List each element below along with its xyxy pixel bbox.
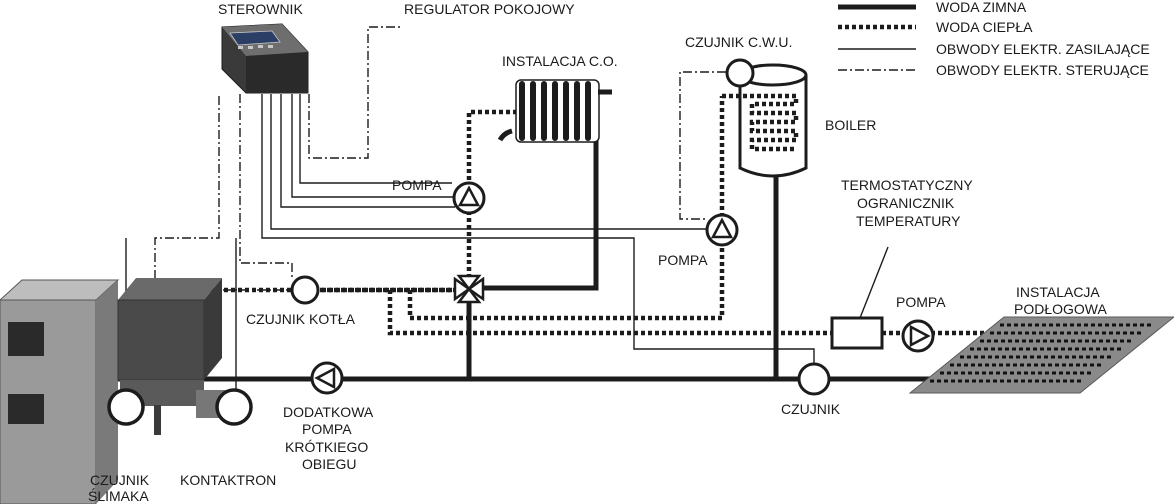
label-pompa-cwu: POMPA bbox=[658, 252, 708, 268]
label-termostat-3: TEMPERATURY bbox=[856, 213, 961, 229]
legend-power-label: OBWODY ELEKTR. ZASILAJĄCE bbox=[936, 41, 1150, 57]
label-dodatkowa-2: POMPA bbox=[302, 421, 352, 437]
label-czujnik: CZUJNIK bbox=[781, 401, 841, 417]
label-dodatkowa-3: KRÓTKIEGO bbox=[285, 439, 368, 455]
heating-boiler bbox=[0, 278, 236, 504]
radiator bbox=[497, 79, 612, 143]
labels: STEROWNIK REGULATOR POKOJOWY INSTALACJA … bbox=[88, 1, 1107, 504]
label-sterownik: STEROWNIK bbox=[218, 1, 303, 17]
legend-warm-water-label: WODA CIEPŁA bbox=[936, 19, 1033, 35]
label-dodatkowa-4: OBIEGU bbox=[302, 456, 356, 472]
label-instalacja-co: INSTALACJA C.O. bbox=[502, 53, 618, 69]
return-sensor bbox=[797, 362, 831, 396]
label-czujnik-cwu: CZUJNIK C.W.U. bbox=[685, 34, 792, 50]
label-pompa-podlogowa: POMPA bbox=[896, 294, 946, 310]
label-termostat-2: OGRANICZNIK bbox=[857, 195, 955, 211]
label-boiler: BOILER bbox=[825, 117, 876, 133]
pump-co bbox=[452, 181, 486, 215]
controller-device bbox=[221, 23, 309, 94]
label-czujnik-kotla: CZUJNIK KOTŁA bbox=[246, 311, 356, 327]
pump-floor bbox=[901, 319, 935, 353]
label-slimak-2: ŚLIMAKA bbox=[88, 487, 149, 504]
label-podlogowa-2: PODŁOGOWA bbox=[1014, 301, 1107, 317]
label-termostat-1: TERMOSTATYCZNY bbox=[841, 177, 973, 193]
pump-short-circuit bbox=[310, 361, 344, 395]
label-slimak-1: CZUJNIK bbox=[90, 472, 150, 488]
label-podlogowa-1: INSTALACJA bbox=[1016, 284, 1100, 300]
cold-water-pipes bbox=[100, 140, 940, 382]
label-regulator: REGULATOR POKOJOWY bbox=[404, 1, 575, 17]
boiler-sensor bbox=[290, 275, 320, 305]
thermostatic-limiter bbox=[830, 246, 889, 350]
pump-cwu bbox=[705, 213, 739, 247]
warm-water-pipes bbox=[210, 96, 1005, 336]
controller-screen bbox=[229, 30, 281, 46]
mixing-valve bbox=[453, 274, 485, 304]
legend: WODA ZIMNA WODA CIEPŁA OBWODY ELEKTR. ZA… bbox=[838, 0, 1150, 78]
legend-cold-water-label: WODA ZIMNA bbox=[936, 0, 1027, 15]
floor-heating bbox=[908, 316, 1174, 394]
feeder-sensor bbox=[107, 388, 145, 426]
label-pompa-co: POMPA bbox=[392, 177, 442, 193]
cwu-sensor bbox=[725, 58, 755, 88]
label-kontaktron: KONTAKTRON bbox=[180, 472, 276, 488]
legend-control-label: OBWODY ELEKTR. STERUJĄCE bbox=[936, 62, 1149, 78]
kontaktron bbox=[215, 388, 253, 426]
label-dodatkowa-1: DODATKOWA bbox=[283, 404, 374, 420]
